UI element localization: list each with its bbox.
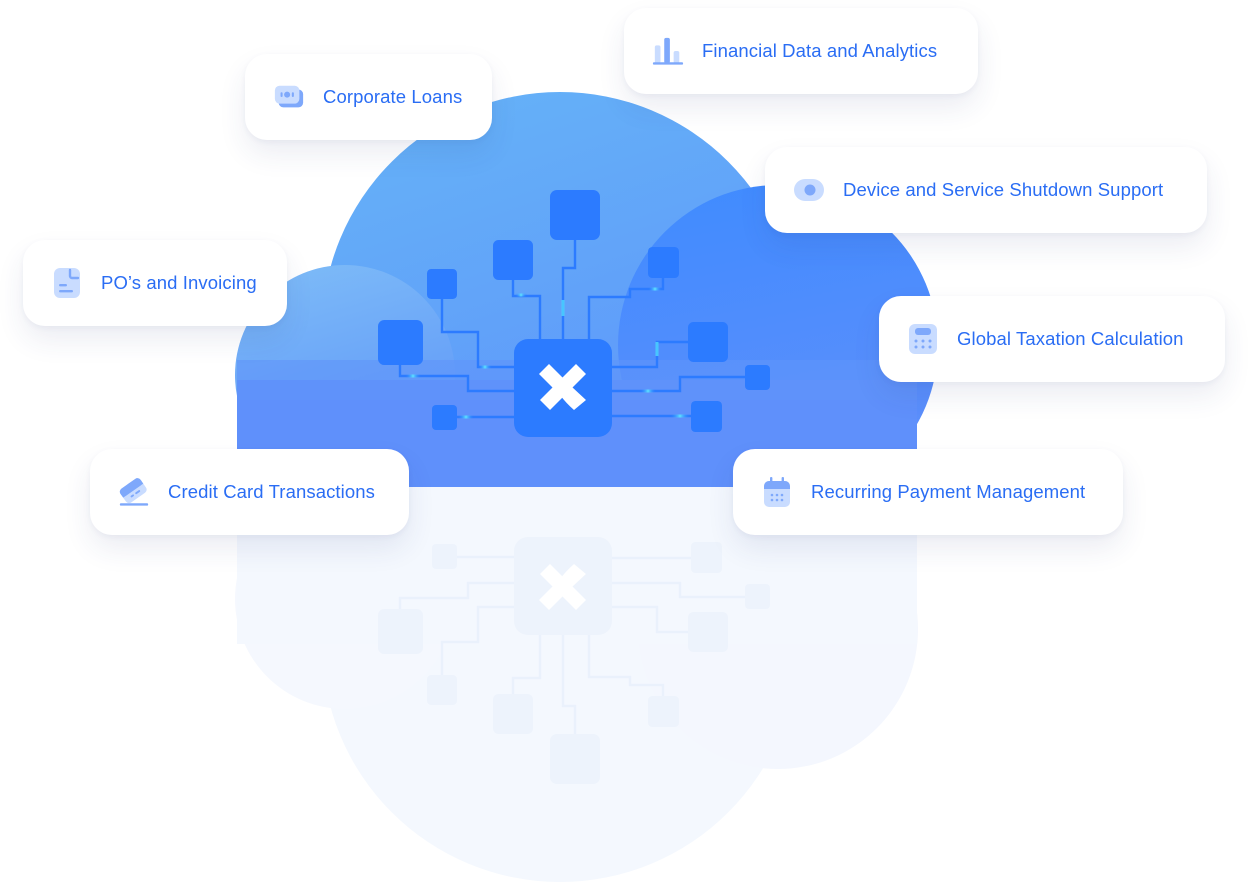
circuit-node [688, 322, 728, 362]
feature-label: Corporate Loans [323, 86, 463, 107]
circuit-node [745, 584, 770, 609]
feature-label: Device and Service Shutdown Support [843, 179, 1164, 200]
feature-card-corporate-loans[interactable]: Corporate Loans [245, 54, 492, 140]
circuit-node [691, 542, 722, 573]
calculator-icon [907, 323, 939, 355]
circuit-wire [587, 278, 665, 340]
feature-card-global-taxation[interactable]: Global Taxation Calculation [879, 296, 1225, 382]
circuit-node [550, 734, 600, 784]
circuit-wire [398, 581, 514, 609]
circuit-wire [511, 634, 542, 694]
circuit-node [688, 612, 728, 652]
circuit-node [648, 247, 679, 278]
connector-glow [670, 414, 690, 418]
circuit-wire [587, 634, 665, 696]
circuit-node [427, 269, 457, 299]
feature-label: Recurring Payment Management [811, 481, 1086, 502]
bar-chart-icon [652, 35, 684, 67]
circuit-node [493, 694, 533, 734]
feature-card-device-shutdown[interactable]: Device and Service Shutdown Support [765, 147, 1207, 233]
circuit-wire [561, 634, 577, 734]
connector-glow [458, 415, 474, 419]
feature-card-recurring-payment[interactable]: Recurring Payment Management [733, 449, 1123, 535]
credit-card-icon [118, 476, 150, 508]
connector-glow [561, 300, 565, 316]
circuit-wire [440, 605, 514, 675]
circuit-node [648, 696, 679, 727]
feature-label: Financial Data and Analytics [702, 40, 938, 61]
circuit-wire [612, 581, 757, 599]
circuit-node [432, 405, 457, 430]
toggle-dot-icon [793, 174, 825, 206]
feature-label: PO’s and Invoicing [101, 272, 257, 293]
circuit-node [427, 675, 457, 705]
connector-glow [640, 389, 656, 393]
circuit-node [378, 609, 423, 654]
banknote-icon [273, 81, 305, 113]
connector-glow [648, 287, 662, 291]
calendar-icon [761, 476, 793, 508]
circuit-node [550, 190, 600, 240]
circuit-node [691, 401, 722, 432]
connector-glow [478, 365, 492, 369]
feature-card-pos-invoicing[interactable]: PO’s and Invoicing [23, 240, 287, 326]
circuit-network [378, 190, 770, 437]
connector-glow [515, 293, 527, 297]
circuit-wire [612, 605, 708, 634]
hub-logo-icon [539, 364, 586, 410]
circuit-node [745, 365, 770, 390]
circuit-node [432, 544, 457, 569]
circuit-node [378, 320, 423, 365]
feature-label: Global Taxation Calculation [957, 328, 1184, 349]
feature-card-financial-data[interactable]: Financial Data and Analytics [624, 8, 978, 94]
document-icon [51, 267, 83, 299]
connector-glow [405, 374, 421, 378]
hub-logo-icon [539, 564, 586, 610]
feature-label: Credit Card Transactions [168, 481, 376, 502]
feature-card-credit-card[interactable]: Credit Card Transactions [90, 449, 409, 535]
connector-glow [655, 342, 659, 356]
circuit-wire [398, 365, 514, 393]
circuit-node [493, 240, 533, 280]
